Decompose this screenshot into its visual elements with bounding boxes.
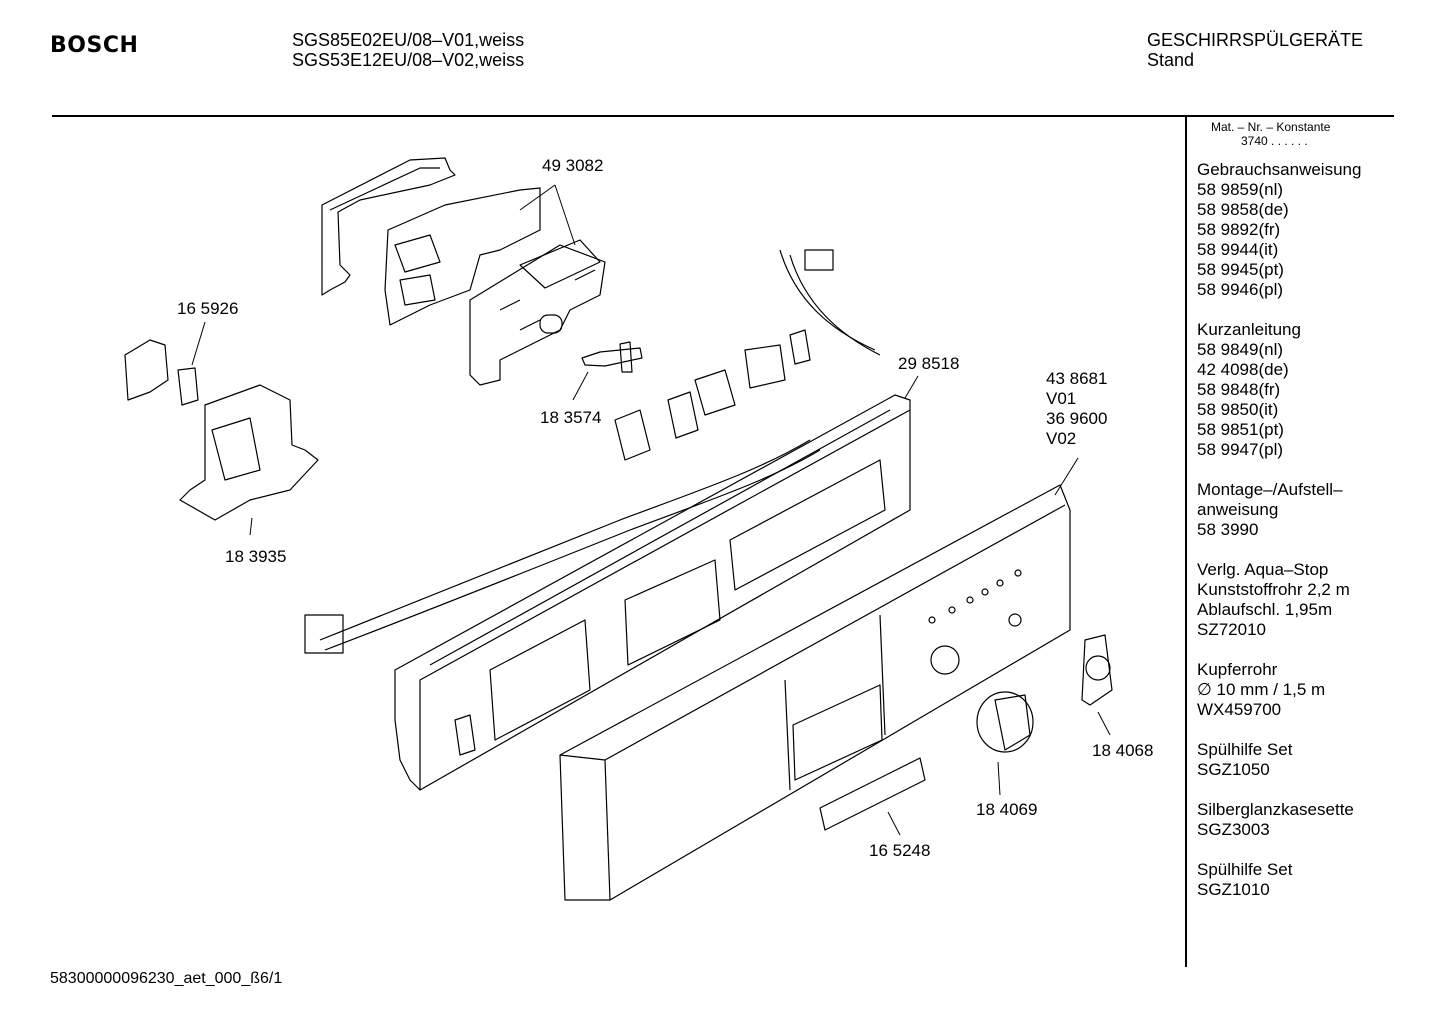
model-list: SGS85E02EU/08–V01,weiss SGS53E12EU/08–V0…	[292, 30, 524, 70]
accessory-item: Ablaufschl. 1,95m	[1197, 600, 1333, 619]
konstante-value: 3740 . . . . . .	[1241, 134, 1308, 148]
accessory-item: 58 9892(fr)	[1197, 220, 1281, 239]
accessory-item: 58 9849(nl)	[1197, 340, 1284, 359]
part-label-369600: 36 9600	[1046, 409, 1108, 428]
accessory-item: 42 4098(de)	[1197, 360, 1289, 379]
category-subtitle: Stand	[1147, 50, 1195, 70]
part-label-v02: V02	[1046, 429, 1077, 448]
front-fascia-panel	[559, 484, 1071, 901]
part-label-183574: 18 3574	[540, 408, 602, 427]
accessory-group-title: Silberglanzkasesette	[1197, 800, 1354, 819]
accessory-item: WX459700	[1197, 700, 1282, 719]
control-module-housing	[321, 157, 606, 386]
document-id: 58300000096230_aet_000_ß6/1	[50, 970, 283, 987]
accessory-item: SGZ1050	[1197, 760, 1270, 779]
accessory-item: 58 9944(it)	[1197, 240, 1279, 259]
accessory-item: 58 9947(pl)	[1197, 440, 1284, 459]
part-label-v01: V01	[1046, 389, 1077, 408]
accessory-item: SZ72010	[1197, 620, 1266, 639]
switch-bracket	[1081, 634, 1113, 706]
part-label-184068: 18 4068	[1092, 741, 1154, 760]
header-divider	[52, 115, 1394, 117]
accessory-group-title: Spülhilfe Set	[1197, 860, 1293, 879]
part-label-183935: 18 3935	[225, 547, 287, 566]
category-title: GESCHIRRSPÜLGERÄTE	[1147, 30, 1364, 50]
konstante-label: Mat. – Nr. – Konstante	[1211, 120, 1331, 134]
control-panel-frame	[394, 394, 911, 791]
sidebar-divider	[1185, 115, 1187, 967]
accessory-item: 58 3990	[1197, 520, 1259, 539]
program-knob	[976, 691, 1034, 753]
leader-lines	[191, 184, 1111, 836]
relay-component	[124, 339, 199, 406]
wiring-harness	[304, 249, 881, 654]
model-line-1: SGS85E02EU/08–V01,weiss	[292, 30, 525, 50]
konstante-block: Mat. – Nr. – Konstante 3740 . . . . . .	[1211, 120, 1330, 148]
accessory-item: Kunststoffrohr 2,2 m	[1197, 580, 1350, 599]
accessory-item: 58 9850(it)	[1197, 400, 1279, 419]
accessory-item: ∅ 10 mm / 1,5 m	[1197, 680, 1326, 699]
accessory-item: 58 9851(pt)	[1197, 420, 1284, 439]
accessory-group-title: Kurzanleitung	[1197, 320, 1301, 339]
part-label-184069: 18 4069	[976, 800, 1038, 819]
accessory-item: 58 9848(fr)	[1197, 380, 1281, 399]
small-switch	[581, 341, 643, 373]
accessory-item: SGZ1010	[1197, 880, 1270, 899]
part-label-165926: 16 5926	[177, 299, 239, 318]
handle-strip	[819, 757, 926, 831]
part-label-298518: 29 8518	[898, 354, 960, 373]
accessory-group-title: Gebrauchsanweisung	[1197, 160, 1362, 179]
part-label-438681: 43 8681	[1046, 369, 1108, 388]
accessory-item: 58 9946(pl)	[1197, 280, 1284, 299]
accessory-group-title: Kupferrohr	[1197, 660, 1278, 679]
part-label-165248: 16 5248	[869, 841, 931, 860]
accessory-item: 58 9945(pt)	[1197, 260, 1284, 279]
accessory-group-title: Montage–/Aufstell–	[1197, 480, 1343, 499]
dispenser-mechanism	[179, 384, 319, 521]
category-block: GESCHIRRSPÜLGERÄTE Stand	[1147, 30, 1363, 70]
accessory-item: 58 9858(de)	[1197, 200, 1289, 219]
part-label-493082: 49 3082	[542, 156, 604, 175]
accessory-item: 58 9859(nl)	[1197, 180, 1284, 199]
model-line-2: SGS53E12EU/08–V02,weiss	[292, 50, 525, 70]
accessory-group-title: Verlg. Aqua–Stop	[1197, 560, 1329, 579]
accessory-group-title: Spülhilfe Set	[1197, 740, 1293, 759]
accessory-item: SGZ3003	[1197, 820, 1270, 839]
brand-logo: BOSCH	[50, 33, 139, 58]
accessory-item: anweisung	[1197, 500, 1279, 519]
